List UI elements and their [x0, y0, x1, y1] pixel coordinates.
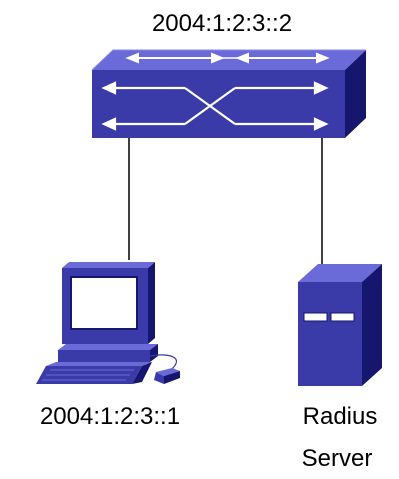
switch-address-label: 2004:1:2:3::2: [152, 10, 292, 37]
server-label-line2: Server: [302, 445, 373, 472]
network-switch-icon: [91, 49, 366, 138]
desktop-computer-icon: [36, 262, 180, 384]
server-label-line1: Radius: [303, 403, 378, 430]
pc-address-label: 2004:1:2:3::1: [40, 403, 180, 430]
server-tower-icon: [298, 264, 382, 386]
